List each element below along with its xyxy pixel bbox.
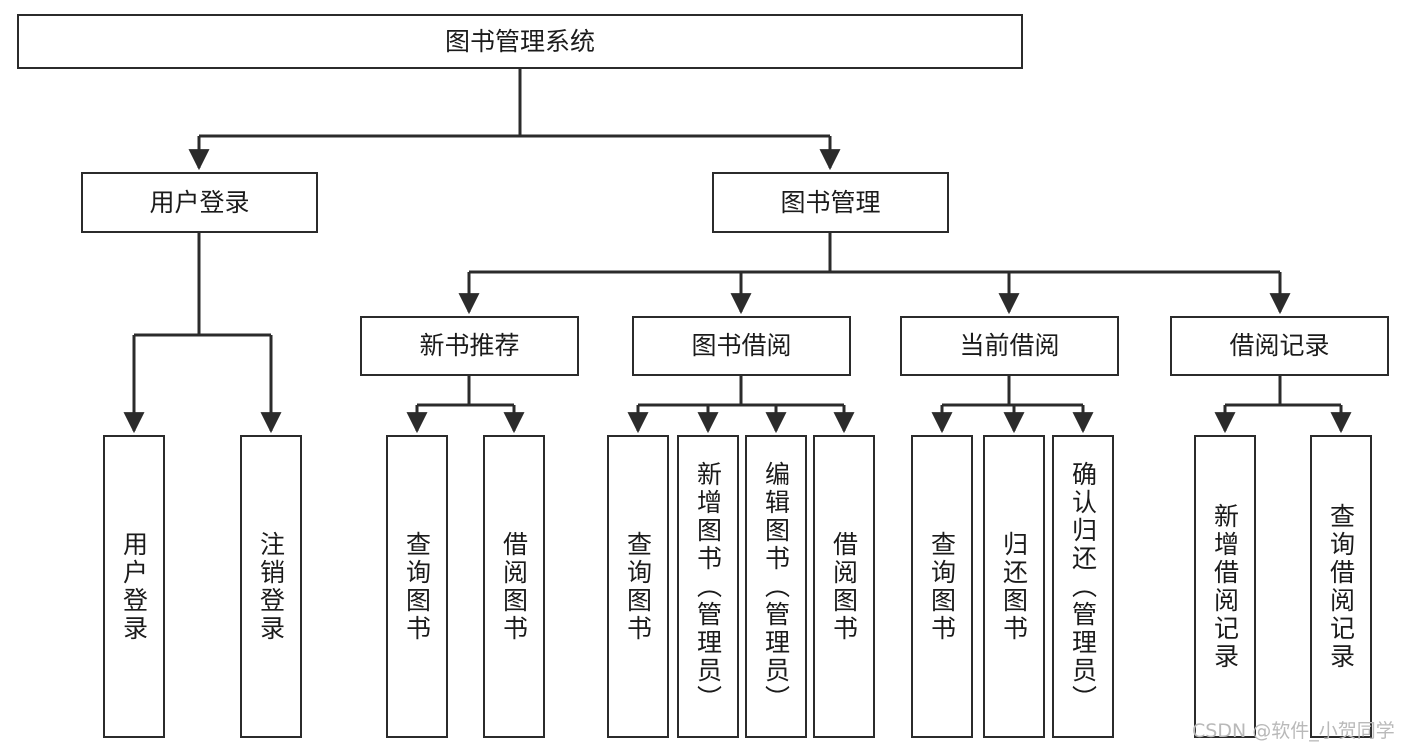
leaf-query-borrow-record[interactable]: 查询借阅记录 [1310,435,1372,738]
node-book-borrow[interactable]: 图书借阅 [632,316,851,376]
leaf-logout-label: 注销登录 [256,530,286,643]
leaf-user-login[interactable]: 用户登录 [103,435,165,738]
leaf-return-book[interactable]: 归还图书 [983,435,1045,738]
leaf-borrow-book-rec-label: 借阅图书 [499,530,529,643]
leaf-query-borrow-record-label: 查询借阅记录 [1326,502,1356,671]
node-book-management[interactable]: 图书管理 [712,172,949,233]
leaf-add-book-admin-label: 新增图书（管理员） [693,460,723,713]
leaf-query-book-borrow[interactable]: 查询图书 [607,435,669,738]
node-root-label: 图书管理系统 [444,26,595,56]
leaf-logout[interactable]: 注销登录 [240,435,302,738]
node-book-management-label: 图书管理 [780,187,881,217]
node-borrow-records-label: 借阅记录 [1229,331,1330,361]
node-new-book-recommendation[interactable]: 新书推荐 [360,316,579,376]
leaf-add-borrow-record[interactable]: 新增借阅记录 [1194,435,1256,738]
leaf-query-book-borrow-label: 查询图书 [623,530,653,643]
leaf-borrow-book-rec[interactable]: 借阅图书 [483,435,545,738]
node-new-book-recommendation-label: 新书推荐 [419,331,520,361]
leaf-borrow-book-label: 借阅图书 [829,530,859,643]
node-user-login-label: 用户登录 [149,187,250,217]
leaf-user-login-label: 用户登录 [119,530,149,643]
leaf-query-book-current-label: 查询图书 [927,530,957,643]
leaf-edit-book-admin[interactable]: 编辑图书（管理员） [745,435,807,738]
leaf-query-book-current[interactable]: 查询图书 [911,435,973,738]
csdn-watermark: CSDN @软件_小贺同学 [1192,720,1395,742]
node-current-borrow[interactable]: 当前借阅 [900,316,1119,376]
node-current-borrow-label: 当前借阅 [959,331,1060,361]
leaf-query-book-rec-label: 查询图书 [402,530,432,643]
leaf-return-book-label: 归还图书 [999,530,1029,643]
node-book-borrow-label: 图书借阅 [691,331,792,361]
node-borrow-records[interactable]: 借阅记录 [1170,316,1389,376]
node-user-login[interactable]: 用户登录 [81,172,318,233]
leaf-add-book-admin[interactable]: 新增图书（管理员） [677,435,739,738]
leaf-confirm-return-admin[interactable]: 确认归还（管理员） [1052,435,1114,738]
leaf-query-book-rec[interactable]: 查询图书 [386,435,448,738]
node-root[interactable]: 图书管理系统 [17,14,1023,69]
leaf-borrow-book[interactable]: 借阅图书 [813,435,875,738]
leaf-add-borrow-record-label: 新增借阅记录 [1210,502,1240,671]
leaf-edit-book-admin-label: 编辑图书（管理员） [761,460,791,713]
leaf-confirm-return-admin-label: 确认归还（管理员） [1068,460,1098,713]
